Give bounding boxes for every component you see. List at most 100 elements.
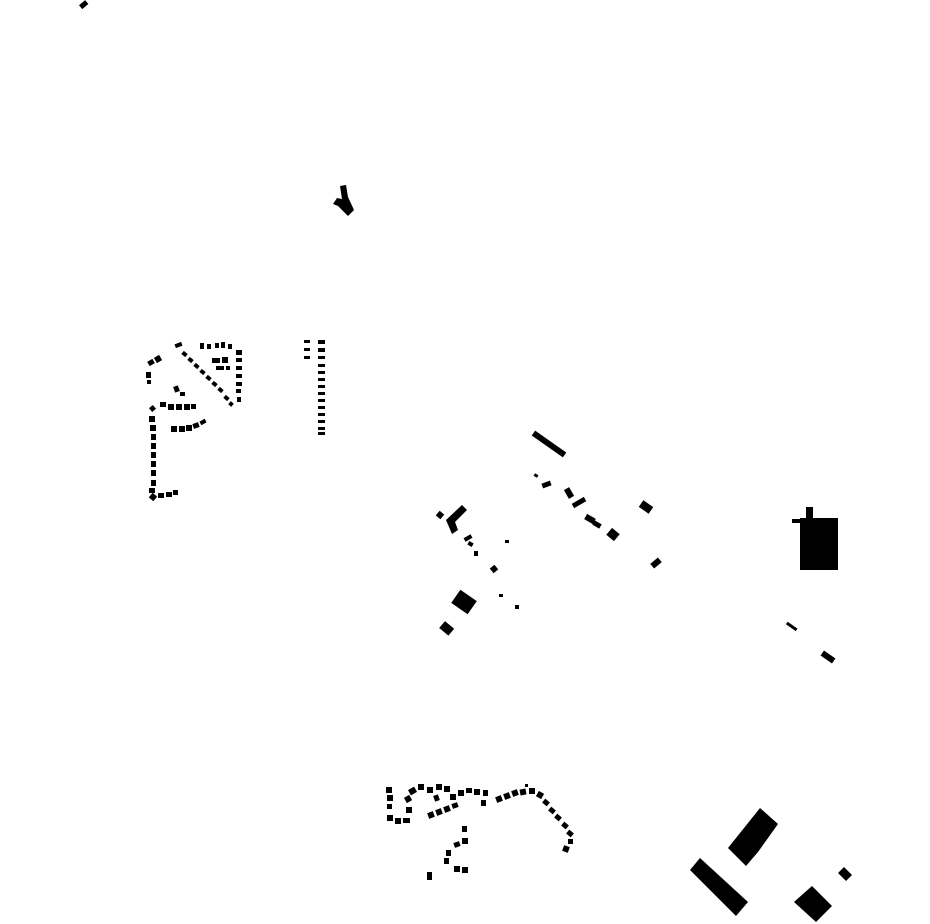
building [435,808,443,816]
building [216,366,224,370]
building [407,786,418,796]
building [193,362,200,370]
building [454,866,460,872]
building [466,788,472,793]
building [171,426,177,432]
building [149,416,155,422]
building [173,385,180,393]
building [535,790,545,800]
building [525,784,528,787]
building [237,397,241,402]
building [151,434,156,440]
building [211,380,218,388]
building [333,185,354,216]
building [406,807,412,813]
building [386,787,392,793]
building [541,480,552,489]
building [318,385,325,388]
building [446,850,451,856]
building [304,348,310,351]
building [236,358,242,362]
building [304,356,310,359]
building [148,492,158,502]
building [187,356,194,364]
building [562,845,570,853]
building [192,422,200,429]
building [571,496,587,509]
building [151,443,156,449]
building [200,343,204,349]
building [318,371,325,374]
building [395,818,401,824]
building [444,786,450,792]
building [199,418,207,426]
building [474,789,480,795]
building [387,795,393,801]
building [462,867,468,873]
buildings-layer [79,0,852,922]
building [451,589,477,615]
building [168,404,174,410]
building [151,461,156,467]
building [453,841,461,848]
building [443,805,451,813]
building [318,364,325,367]
building [221,342,225,348]
building [503,792,511,800]
building [318,348,325,352]
building [792,519,806,523]
building [151,452,156,458]
building [820,650,836,664]
building [222,357,228,363]
building [181,350,188,358]
building [151,480,156,486]
building [592,520,602,529]
building [403,818,410,823]
building [212,358,220,363]
building [794,886,832,922]
building [148,404,157,413]
building [444,858,449,864]
building [318,420,325,423]
building [548,806,556,815]
building [318,356,325,359]
building [304,340,310,343]
building [515,605,519,609]
building [215,343,219,348]
building [318,340,325,344]
building [146,372,151,378]
building [458,790,464,796]
building [318,413,325,416]
building [403,794,413,804]
building [179,426,185,432]
building [568,839,573,844]
building [519,788,527,796]
building [511,789,519,797]
building [153,354,163,364]
building [650,557,662,569]
building [495,795,503,803]
building [838,867,852,881]
building [462,838,468,844]
building [226,366,230,370]
building [184,404,190,410]
building [606,527,620,542]
building [228,401,234,407]
building [318,392,325,395]
building [236,350,242,355]
building [199,368,206,376]
building [318,432,325,435]
building [463,534,473,542]
building [236,382,242,386]
building [176,404,182,410]
building [427,872,432,880]
building [207,344,211,349]
building [150,425,156,431]
building [147,380,151,384]
building [228,344,232,349]
building [160,402,166,407]
building [542,798,550,807]
building [806,507,813,518]
building [499,594,503,597]
